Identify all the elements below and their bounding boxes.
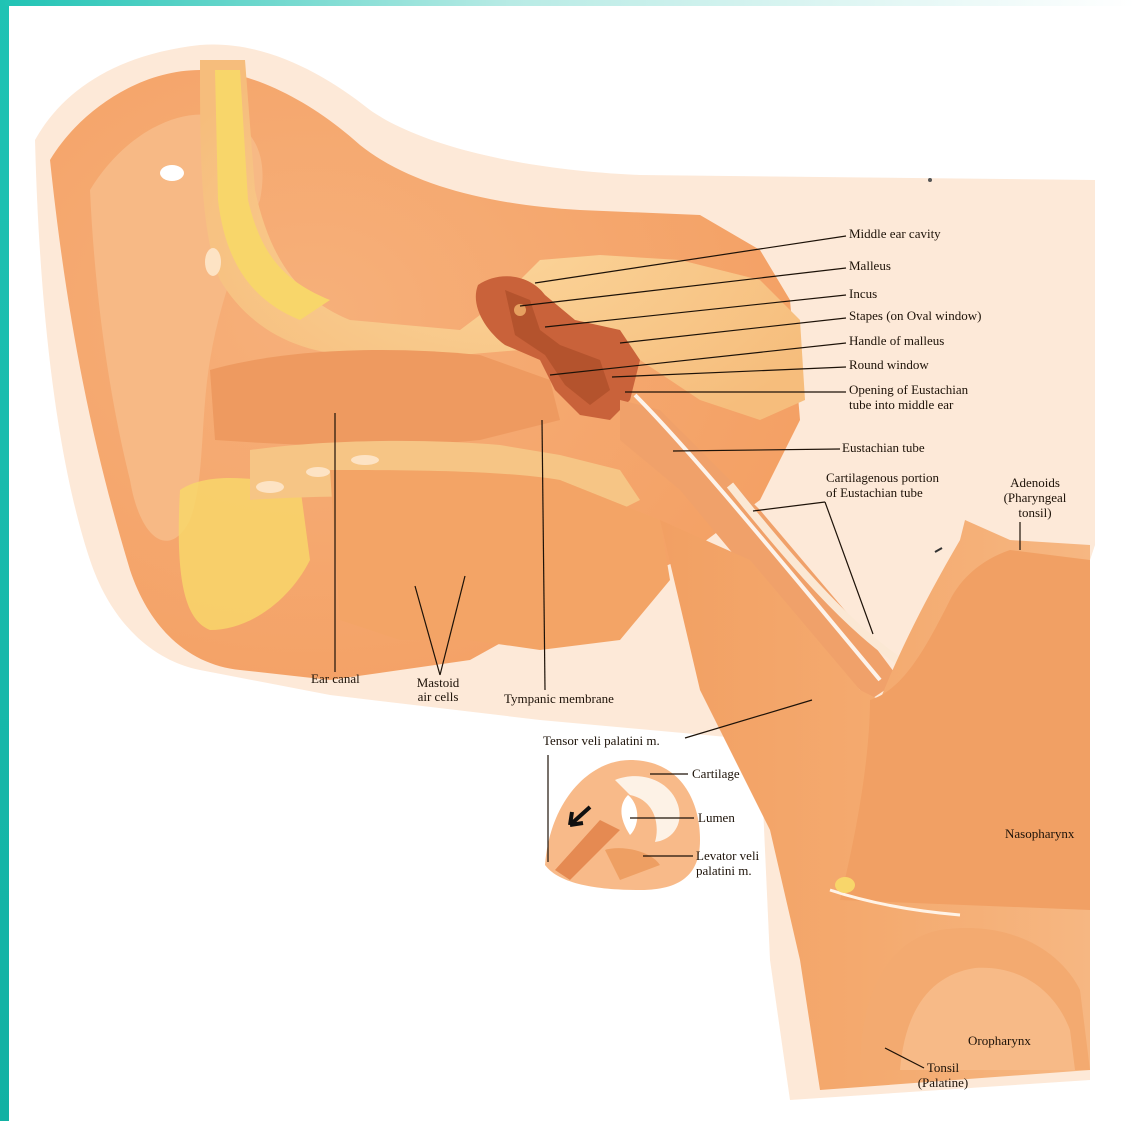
bone-hole [306,467,330,477]
label-round-window: Round window [849,358,929,372]
bone-hole [160,165,184,181]
label-middle-ear-cavity: Middle ear cavity [849,227,941,241]
label-lumen: Lumen [698,811,735,825]
label-adenoids-1: Adenoids [985,476,1085,490]
label-nasopharynx: Nasopharynx [1005,827,1074,841]
label-levator-1: Levator veli [696,849,759,863]
label-tonsil-2: (Palatine) [903,1076,983,1090]
bone-hole [351,455,379,465]
label-cartilage: Cartilage [692,767,740,781]
label-eustachian-tube: Eustachian tube [842,441,925,455]
label-tympanic-membrane: Tympanic membrane [504,692,614,706]
label-tensor-veli: Tensor veli palatini m. [543,734,660,748]
label-mastoid-1: Mastoid [398,676,478,690]
label-opening-eustachian-1: Opening of Eustachian [849,383,968,397]
label-opening-eustachian-2: tube into middle ear [849,398,953,412]
label-malleus: Malleus [849,259,891,273]
label-adenoids-2: (Pharyngeal [985,491,1085,505]
label-adenoids-3: tonsil) [985,506,1085,520]
label-cartilagenous-1: Cartilagenous portion [826,471,939,485]
label-handle-of-malleus: Handle of malleus [849,334,944,348]
bone-hole [256,481,284,493]
yellow-nodule [835,877,855,893]
bone-hole [205,248,221,276]
label-mastoid-2: air cells [398,690,478,704]
label-levator-2: palatini m. [696,864,752,878]
label-tonsil-1: Tonsil [903,1061,983,1075]
label-cartilagenous-2: of Eustachian tube [826,486,923,500]
label-oropharynx: Oropharynx [968,1034,1031,1048]
label-incus: Incus [849,287,877,301]
label-stapes: Stapes (on Oval window) [849,309,982,323]
label-ear-canal: Ear canal [311,672,360,686]
